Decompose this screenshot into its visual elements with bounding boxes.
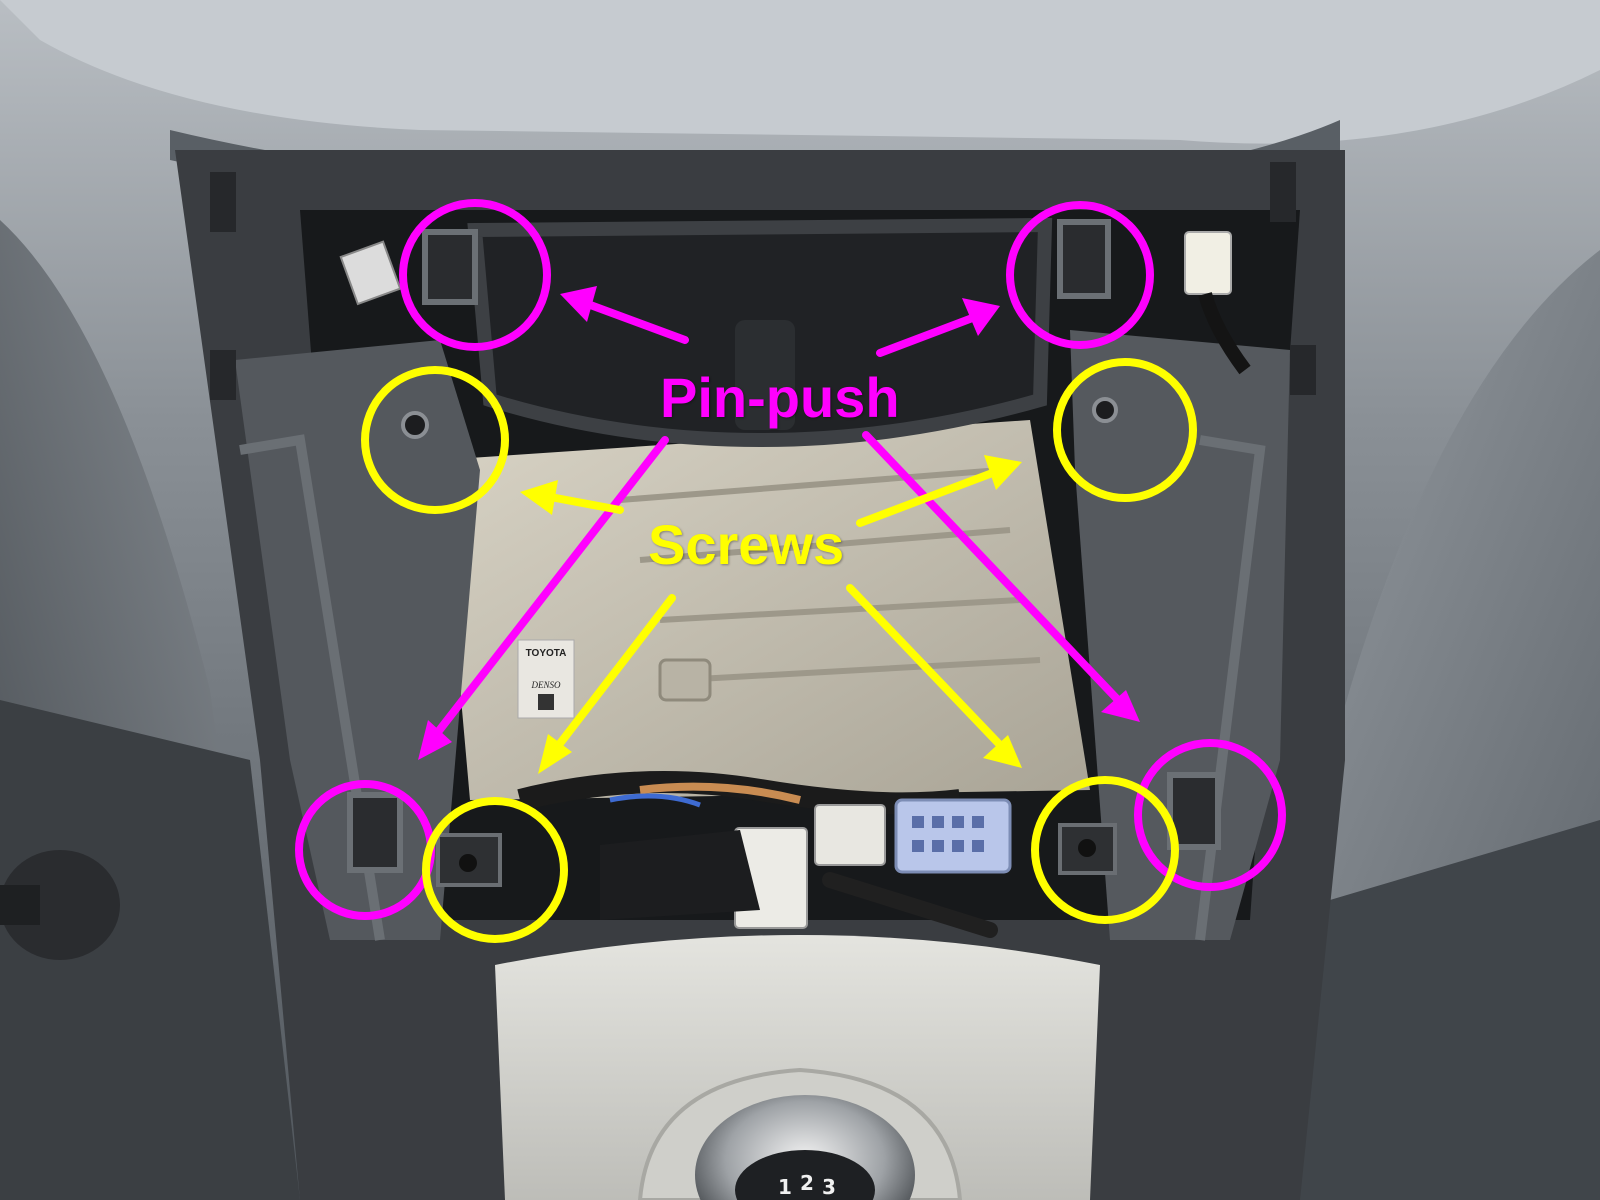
right-white-connector <box>1184 231 1232 295</box>
heater-box-ribs <box>619 467 1041 683</box>
part-label-brand: TOYOTA <box>526 648 567 659</box>
screwdriver <box>822 872 998 938</box>
right-wire <box>1198 292 1251 375</box>
right-outer-clip-slot <box>1270 162 1296 222</box>
bottom-right-screw-hole <box>1078 839 1096 857</box>
wire-bundle-blue <box>609 793 701 808</box>
pin-push-circle-top-right <box>1006 201 1154 349</box>
foam-block <box>600 830 760 920</box>
part-label-qr <box>538 694 554 710</box>
screw-arrow-bottom-left <box>551 594 676 754</box>
dash-top-hood <box>0 0 1600 144</box>
part-label-maker: DENSO <box>531 680 562 690</box>
screw-arrow-bottom-right <box>846 584 1004 749</box>
heater-box-clip <box>658 658 712 702</box>
screws-label: Screws <box>648 513 845 576</box>
top-left-screw-hole <box>401 411 429 439</box>
wire-bundle-colored <box>639 782 801 804</box>
screw-arrow-top-left <box>541 492 624 514</box>
right-outer-clip-slot-2 <box>1290 345 1316 395</box>
screw-circle-top-right <box>1053 358 1197 502</box>
pin-push-label: Pin-push <box>660 366 900 429</box>
pin-push-circle-top-left <box>399 199 551 351</box>
pin-push-arrow-top-left <box>581 299 689 344</box>
screw-circle-bottom-right <box>1031 776 1179 924</box>
gear-knob-top <box>735 1150 875 1200</box>
left-white-connector <box>339 240 402 306</box>
left-bracket-edge <box>239 434 385 941</box>
blue-connector <box>894 798 1012 874</box>
right-bracket <box>1070 330 1290 940</box>
bottom-right-pin-slot <box>1167 772 1221 850</box>
left-side-stalk <box>0 885 40 925</box>
screws-annotations <box>361 358 1197 943</box>
left-outer-clip-slot <box>210 172 236 232</box>
screw-circle-top-left <box>361 366 509 514</box>
left-side-knob <box>0 850 120 960</box>
top-right-screw-hole <box>1092 397 1118 423</box>
pin-push-annotations <box>295 199 1286 920</box>
left-outer-clip-slot-2 <box>210 350 236 400</box>
pin-push-arrow-bottom-right <box>862 431 1122 704</box>
pin-push-arrowheads <box>418 286 1140 760</box>
lower-right-trim <box>1220 820 1600 1200</box>
top-left-pin-slot <box>422 229 478 305</box>
screw-circle-bottom-left <box>422 797 568 943</box>
bottom-left-pin-slot <box>347 792 403 873</box>
gear-number-2: 2 <box>800 1171 814 1195</box>
top-right-pin-slot <box>1057 219 1111 299</box>
lower-left-trim <box>0 700 300 1200</box>
blue-connector-pins <box>912 816 984 852</box>
gear-number-1: 1 <box>778 1175 792 1199</box>
silver-center-panel <box>495 935 1100 1200</box>
gear-number-3: 3 <box>822 1175 836 1199</box>
screws-arrowheads <box>520 455 1022 774</box>
pin-push-arrow-top-right <box>876 313 979 357</box>
duct-center-divider <box>735 320 795 430</box>
bottom-left-screw-hole <box>459 854 477 872</box>
pin-push-arrow-bottom-left <box>434 436 669 736</box>
screw-arrow-top-right <box>856 468 999 527</box>
white-connector-small <box>814 804 886 866</box>
left-bracket <box>235 340 480 940</box>
pin-push-circle-bottom-right <box>1134 739 1286 891</box>
